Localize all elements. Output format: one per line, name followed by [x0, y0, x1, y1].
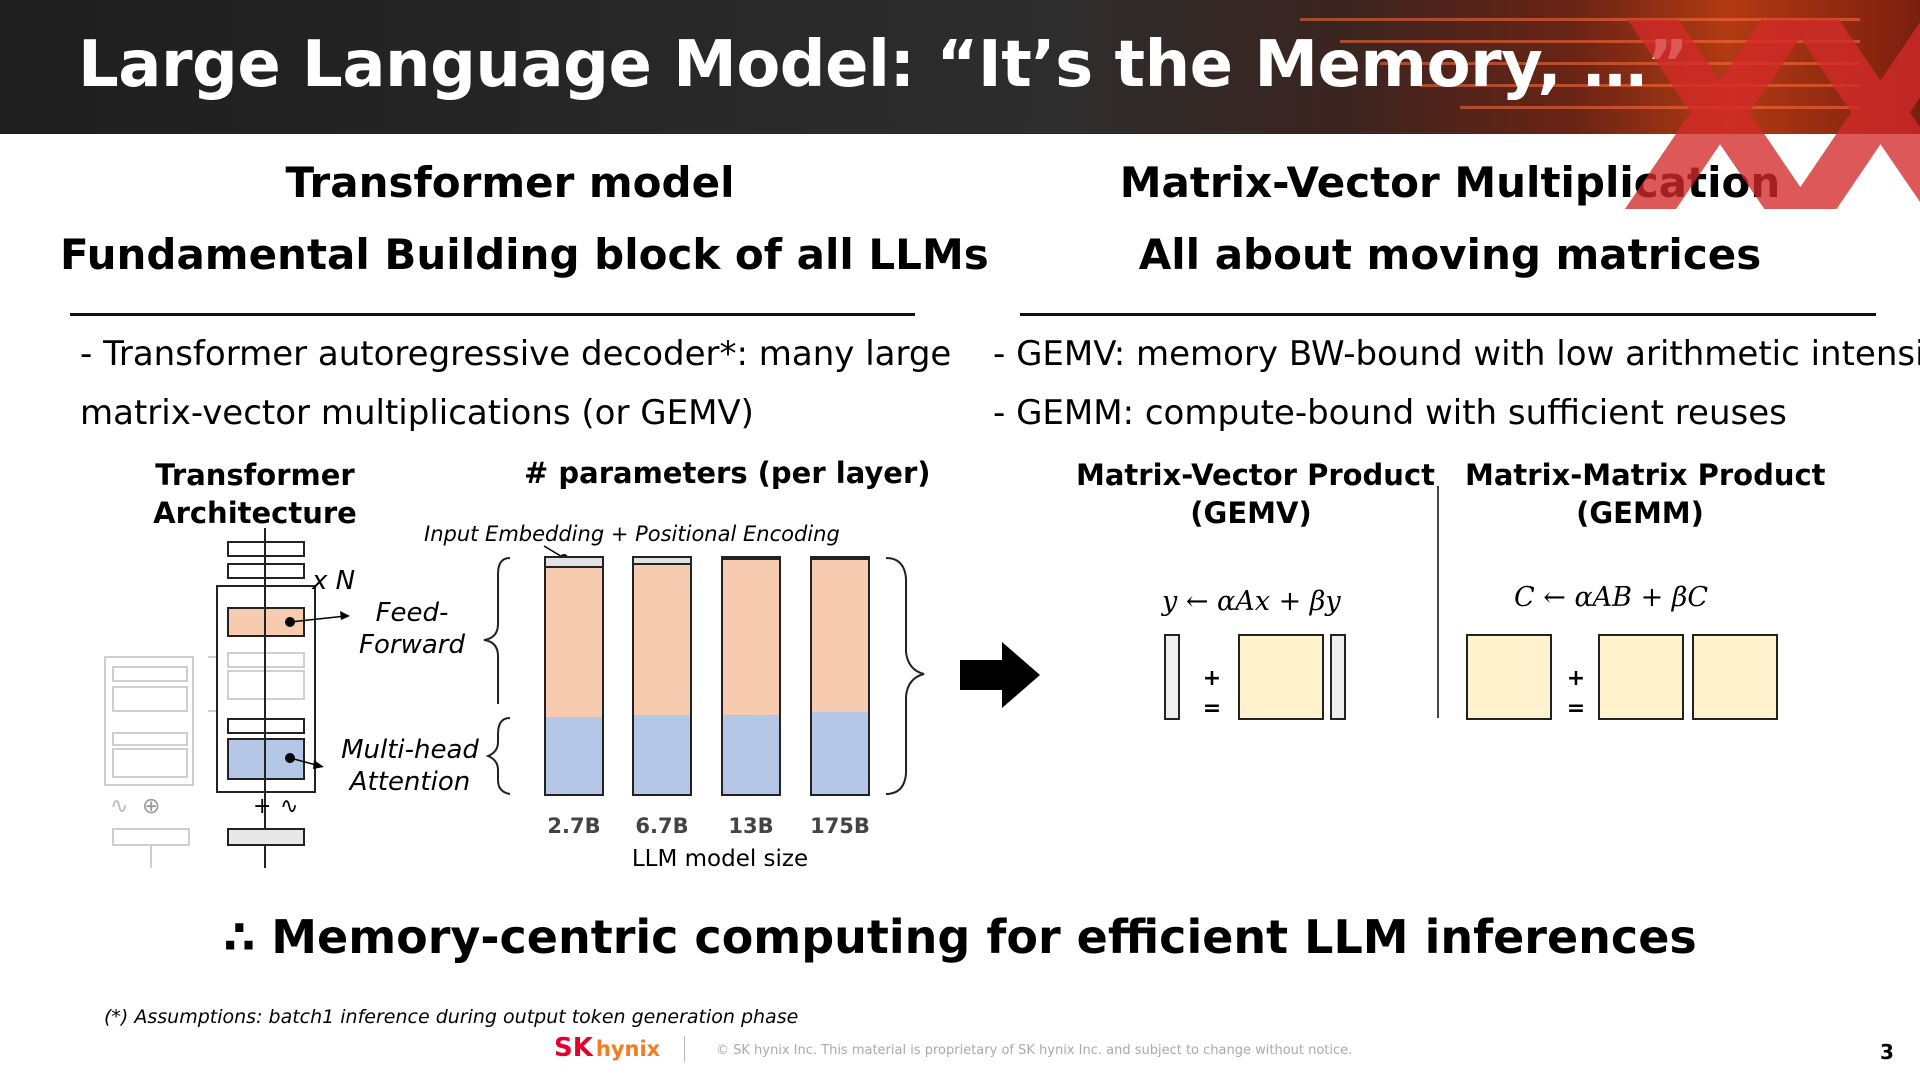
- chart-tick-label: 13B: [728, 814, 774, 838]
- ghost-block: [112, 732, 188, 746]
- ghost-plus-icon: ⊕: [142, 794, 161, 819]
- bar-segment-attention: [634, 714, 690, 794]
- bar-segment-embedding: [634, 558, 690, 566]
- bar-segment-attention: [723, 714, 779, 794]
- ghost-block: [227, 670, 305, 700]
- arch-title-line1: Transformer: [155, 458, 355, 492]
- gemv-equals: =: [1202, 696, 1222, 721]
- gemv-y-vector: [1164, 634, 1180, 720]
- arch-block: [227, 541, 305, 557]
- footer-divider: [684, 1036, 685, 1062]
- chart-tick-label: 175B: [810, 814, 870, 838]
- right-title-line2: All about moving matrices: [1138, 230, 1762, 279]
- left-title-line1: Transformer model: [285, 158, 735, 207]
- right-brace: [885, 557, 925, 795]
- left-bullet-line2: matrix-vector multiplications (or GEMV): [80, 393, 754, 433]
- gemv-formula: y ← αAx + βy: [1162, 586, 1341, 617]
- arch-block: [227, 718, 305, 734]
- bar-segment-feed-forward: [812, 560, 868, 717]
- gemv-gemm-divider: [1437, 486, 1439, 718]
- left-brace: [483, 557, 511, 795]
- ghost-block: [112, 828, 190, 846]
- watermark-mark: XX: [1620, 0, 1920, 271]
- gemv-x-vector: [1330, 634, 1346, 720]
- left-divider: [70, 313, 915, 316]
- bar-segment-embedding: [723, 558, 779, 561]
- header-bar: Large Language Model: “It’s the Memory, …: [0, 0, 1920, 134]
- pointer-arrows: [285, 611, 350, 769]
- gemm-title-line2: (GEMM): [1576, 496, 1704, 530]
- add-icon: +: [253, 794, 272, 819]
- bar-segment-feed-forward: [723, 560, 779, 719]
- logo-sk: SK: [554, 1033, 593, 1063]
- right-arrow-icon: [960, 642, 1040, 708]
- bar-segment-embedding: [812, 558, 868, 561]
- sine-wave-icon: ∿: [280, 794, 299, 819]
- right-divider: [1020, 313, 1876, 316]
- logo-hynix: hynix: [595, 1037, 661, 1061]
- gemm-plus: +: [1566, 666, 1586, 691]
- gemm-b-matrix: [1692, 634, 1778, 720]
- ghost-line: [150, 846, 152, 868]
- ff-label-line1: Feed-: [375, 598, 449, 628]
- repeat-n-label: x N: [312, 566, 356, 596]
- ghost-block: [112, 686, 188, 712]
- gemm-a-matrix: [1598, 634, 1684, 720]
- bar-segment-attention: [546, 717, 602, 794]
- right-title-line1: Matrix-Vector Multiplication: [1119, 158, 1781, 207]
- arch-block: [227, 563, 305, 579]
- bar-segment-feed-forward: [634, 565, 690, 719]
- chart-bar-13B: [721, 556, 781, 796]
- right-bullet-gemm: - GEMM: compute-bound with sufficient re…: [993, 393, 1787, 433]
- chart-bar-6.7B: [632, 556, 692, 796]
- ghost-sine-icon: ∿: [110, 794, 129, 819]
- left-bullet-line1: - Transformer autoregressive decoder*: m…: [80, 334, 952, 374]
- conclusion-text: ∴ Memory-centric computing for efficient…: [223, 910, 1697, 964]
- chart-tick-label: 2.7B: [547, 814, 601, 838]
- ghost-block: [112, 748, 188, 778]
- chart-tick-label: 6.7B: [635, 814, 689, 838]
- footnote: (*) Assumptions: batch1 inference during…: [104, 1006, 799, 1028]
- right-bullet-gemv: - GEMV: memory BW-bound with low arithme…: [993, 334, 1920, 374]
- chart-x-label: LLM model size: [631, 846, 809, 872]
- copyright-notice: © SK hynix Inc. This material is proprie…: [716, 1043, 1353, 1058]
- slide-title: Large Language Model: “It’s the Memory, …: [78, 28, 1689, 102]
- arch-title-line2: Architecture: [153, 496, 357, 530]
- gemv-plus: +: [1202, 666, 1222, 691]
- bar-segment-attention: [812, 712, 868, 794]
- gemv-title-line1: Matrix-Vector Product: [1076, 458, 1436, 492]
- gemm-equals: =: [1566, 696, 1586, 721]
- mha-label-line1: Multi-head: [341, 735, 479, 765]
- gemv-a-matrix: [1238, 634, 1324, 720]
- ff-label-line2: Forward: [359, 630, 465, 660]
- gemm-c-matrix: [1466, 634, 1552, 720]
- gemv-title-line2: (GEMV): [1190, 496, 1312, 530]
- bar-segment-embedding: [546, 558, 602, 568]
- chart-bar-175B: [810, 556, 870, 796]
- data-flow-line: [264, 528, 266, 868]
- left-title-line2: Fundamental Building block of all LLMs: [60, 230, 989, 279]
- page-number: 3: [1880, 1040, 1894, 1064]
- bar-segment-feed-forward: [546, 567, 602, 722]
- ghost-block: [227, 652, 305, 668]
- chart-bar-2.7B: [544, 556, 604, 796]
- embedding-block: [227, 828, 305, 846]
- mha-label-line2: Attention: [349, 767, 471, 797]
- params-chart-title: # parameters (per layer): [524, 456, 931, 490]
- gemm-formula: C ← αAB + βC: [1514, 582, 1709, 613]
- ghost-block: [112, 666, 188, 682]
- embedding-label: Input Embedding + Positional Encoding: [424, 522, 840, 546]
- feed-forward-block: [227, 607, 305, 637]
- gemm-title-line1: Matrix-Matrix Product: [1465, 458, 1826, 492]
